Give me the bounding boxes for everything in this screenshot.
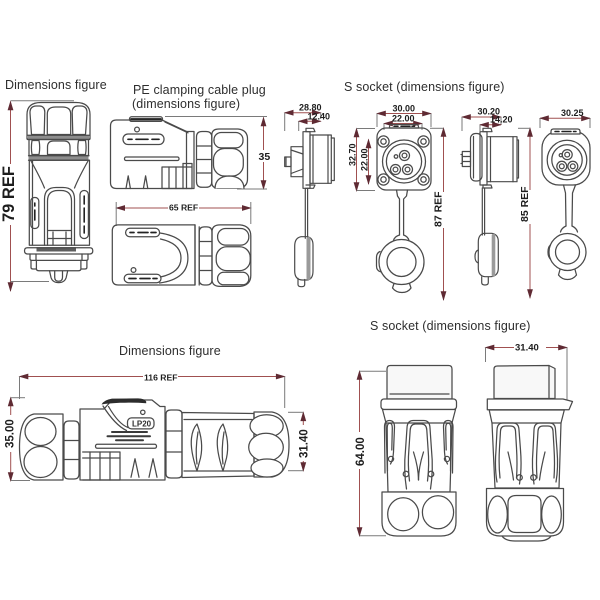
svg-text:Dimensions figure: Dimensions figure xyxy=(119,344,221,358)
svg-text:(dimensions figure): (dimensions figure) xyxy=(132,97,240,111)
svg-text:64.00: 64.00 xyxy=(355,437,367,466)
svg-text:85 REF: 85 REF xyxy=(519,186,531,222)
svg-text:35: 35 xyxy=(259,151,271,163)
svg-text:116 REF: 116 REF xyxy=(144,373,177,383)
svg-text:Dimensions figure: Dimensions figure xyxy=(5,78,107,92)
svg-text:30.20: 30.20 xyxy=(478,107,501,117)
svg-text:PE clamping cable plug: PE clamping cable plug xyxy=(133,83,266,97)
svg-text:22.00: 22.00 xyxy=(392,114,415,124)
svg-text:31.40: 31.40 xyxy=(515,343,539,354)
svg-text:31.40: 31.40 xyxy=(299,429,311,458)
svg-text:35.00: 35.00 xyxy=(5,419,17,448)
svg-text:12.40: 12.40 xyxy=(308,112,331,122)
svg-text:S socket (dimensions figure): S socket (dimensions figure) xyxy=(370,319,531,333)
svg-text:22.00: 22.00 xyxy=(360,148,370,171)
svg-text:87 REF: 87 REF xyxy=(433,191,445,227)
svg-text:14.20: 14.20 xyxy=(490,115,513,125)
svg-text:79 REF: 79 REF xyxy=(0,166,18,222)
svg-text:32.70: 32.70 xyxy=(348,143,358,166)
svg-text:30.25: 30.25 xyxy=(561,108,584,118)
svg-text:28.80: 28.80 xyxy=(299,103,322,113)
svg-text:30.00: 30.00 xyxy=(393,104,416,114)
svg-text:LP20: LP20 xyxy=(132,420,152,429)
svg-text:S socket (dimensions figure): S socket (dimensions figure) xyxy=(344,80,505,94)
svg-text:65 REF: 65 REF xyxy=(169,203,198,213)
